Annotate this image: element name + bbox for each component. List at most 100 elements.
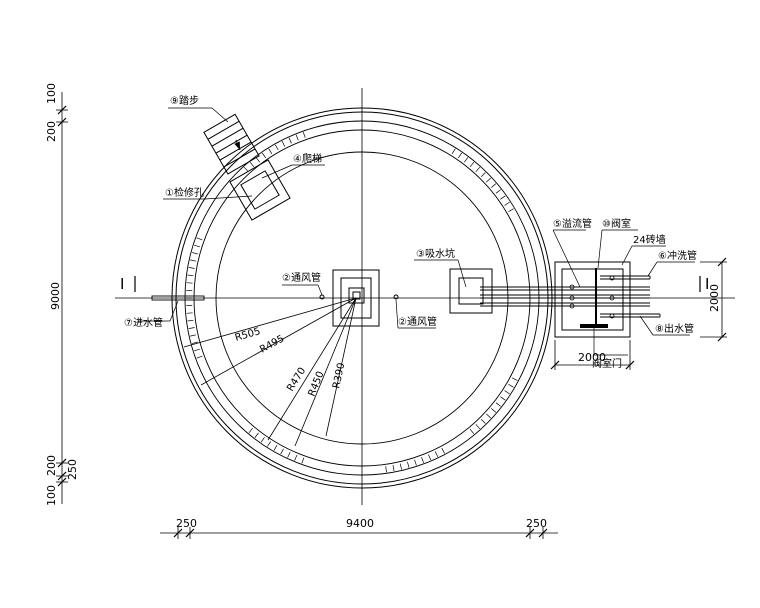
section-mark-right: I bbox=[699, 275, 709, 293]
hatch-mark bbox=[475, 424, 481, 430]
section-mark-left: I bbox=[120, 275, 136, 293]
hatch-mark bbox=[262, 152, 266, 159]
hatch-mark bbox=[500, 195, 506, 200]
label-inlet-pipe: ⑦进水管 bbox=[124, 316, 163, 329]
hatch-mark bbox=[191, 252, 198, 255]
radius-label-r505: R505 bbox=[234, 326, 262, 344]
hatch-mark bbox=[464, 157, 469, 163]
leaders-top bbox=[163, 107, 325, 200]
hatch-mark bbox=[414, 459, 417, 466]
section-mark-right-text: I bbox=[705, 275, 709, 293]
vent-pipes bbox=[282, 284, 436, 329]
hatch-mark bbox=[196, 355, 203, 359]
label-flush-pipe: ⑥冲洗管 bbox=[658, 249, 697, 262]
dim-left-200-bottom: 200 bbox=[45, 455, 58, 476]
label-ladder: ④爬梯 bbox=[293, 152, 322, 165]
steps bbox=[203, 113, 260, 175]
hatch-mark bbox=[196, 237, 203, 241]
hatch-mark bbox=[187, 274, 194, 277]
hatch-mark bbox=[495, 189, 501, 194]
hatch-mark bbox=[280, 448, 284, 455]
dim-valve-width: 2000 bbox=[578, 351, 606, 364]
hatch-mark bbox=[392, 465, 395, 472]
central-column bbox=[332, 269, 380, 327]
manhole bbox=[229, 159, 291, 221]
label-vent-pipe-2: ②通风管 bbox=[398, 315, 437, 328]
dim-left-9000: 9000 bbox=[49, 282, 62, 310]
dim-left-100-top: 100 bbox=[45, 83, 58, 104]
hatch-mark bbox=[511, 377, 518, 381]
hatch-mark bbox=[191, 341, 198, 344]
hatch-mark bbox=[193, 244, 201, 248]
hatch-mark bbox=[260, 437, 265, 443]
hatch-mark bbox=[480, 419, 486, 424]
hatch-mark bbox=[486, 413, 491, 419]
hatch-mark bbox=[254, 432, 259, 438]
hatch-mark bbox=[190, 259, 197, 262]
hatch-mark bbox=[407, 461, 410, 468]
soil-hatch bbox=[186, 131, 518, 473]
center-lines bbox=[115, 88, 735, 505]
hatch-mark bbox=[475, 166, 481, 172]
hatch-mark bbox=[500, 396, 506, 401]
radius-label-r390: R390 bbox=[331, 362, 347, 390]
hatch-mark bbox=[451, 148, 456, 154]
radius-label-r495: R495 bbox=[258, 333, 286, 355]
hatch-mark bbox=[186, 282, 193, 284]
hatch-mark bbox=[287, 451, 291, 458]
valve-room bbox=[554, 261, 631, 338]
label-manhole: ①检修孔 bbox=[165, 186, 204, 199]
hatch-mark bbox=[268, 148, 273, 154]
hatch-mark bbox=[399, 463, 402, 470]
hatch-mark bbox=[188, 267, 195, 269]
hatch-mark bbox=[301, 457, 305, 464]
dim-bottom bbox=[160, 527, 558, 539]
hatch-mark bbox=[248, 427, 253, 434]
radius-label-r450: R450 bbox=[307, 370, 327, 398]
hatch-mark bbox=[193, 348, 201, 352]
hatch-mark bbox=[508, 383, 514, 388]
dim-bottom-250-left: 250 bbox=[176, 517, 197, 530]
hatch-mark bbox=[288, 137, 292, 144]
hatch-mark bbox=[385, 466, 387, 473]
hatch-mark bbox=[480, 172, 486, 177]
radius-labels: R505 R495 R470 R450 R390 bbox=[234, 326, 348, 398]
hatch-mark bbox=[274, 144, 279, 151]
hatch-mark bbox=[469, 428, 475, 435]
hatch-mark bbox=[491, 183, 497, 188]
hatch-mark bbox=[190, 334, 197, 337]
hatch-mark bbox=[188, 327, 195, 329]
inlet-pipe bbox=[138, 295, 205, 322]
label-vent-pipe-1: ②通风管 bbox=[282, 271, 321, 284]
hatch-mark bbox=[504, 390, 510, 395]
hatch-mark bbox=[421, 457, 424, 464]
label-overflow-pipe: ⑤溢流管 bbox=[553, 217, 592, 230]
hatch-mark bbox=[428, 454, 432, 461]
label-brick-wall: 24砖墙 bbox=[633, 233, 666, 246]
dim-left-200-top: 200 bbox=[45, 121, 58, 142]
hatch-mark bbox=[504, 201, 510, 206]
label-steps: ⑨踏步 bbox=[170, 94, 199, 107]
hatch-mark bbox=[302, 131, 306, 138]
hatch-mark bbox=[255, 157, 260, 163]
dim-left-100-bottom: 100 bbox=[45, 485, 58, 506]
hatch-mark bbox=[294, 454, 298, 461]
hatch-mark bbox=[458, 152, 462, 159]
label-suction-pit: ③吸水坑 bbox=[416, 247, 455, 260]
hatch-mark bbox=[281, 141, 286, 147]
label-outlet-pipe: ⑧出水管 bbox=[655, 322, 694, 335]
dim-bottom-9400: 9400 bbox=[346, 517, 374, 530]
hatch-mark bbox=[486, 177, 491, 183]
dim-bottom-250-right: 250 bbox=[526, 517, 547, 530]
hatch-mark bbox=[441, 447, 445, 454]
leaders-valve bbox=[552, 229, 695, 356]
suction-pit bbox=[414, 259, 493, 314]
hatch-mark bbox=[187, 319, 194, 322]
hatch-mark bbox=[249, 161, 255, 168]
hatch-mark bbox=[273, 445, 278, 451]
label-valve-room: ⑩阀室 bbox=[602, 217, 631, 230]
pipes bbox=[480, 275, 661, 318]
hatch-mark bbox=[469, 161, 475, 168]
section-mark-left-text: I bbox=[120, 275, 124, 293]
